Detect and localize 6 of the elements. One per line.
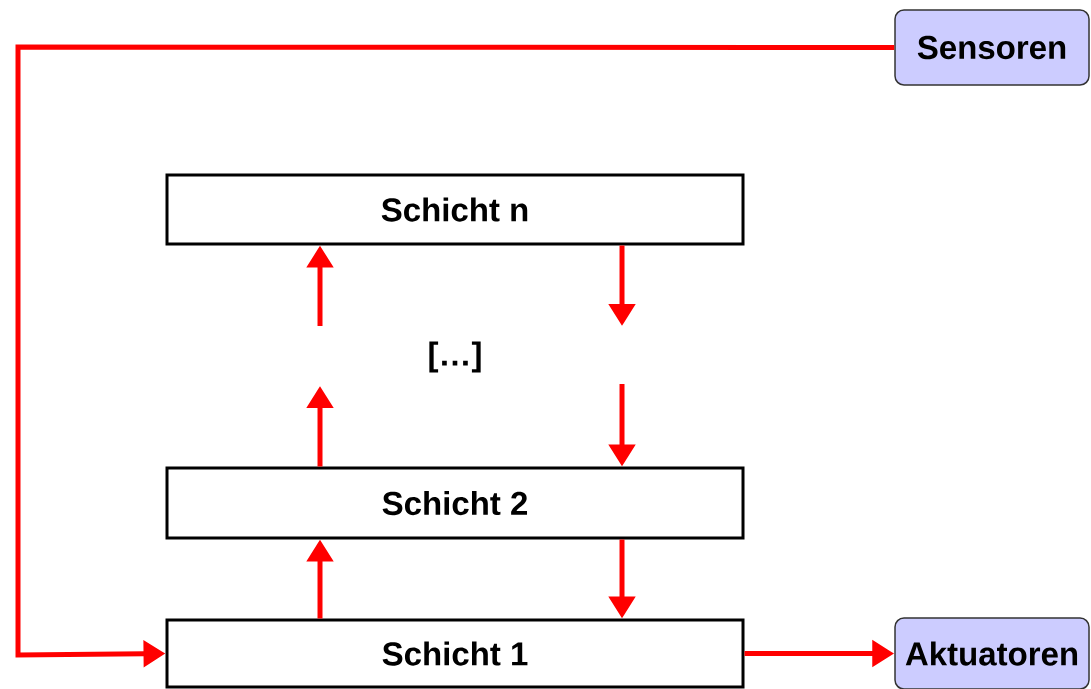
actuator-box: Aktuatoren: [894, 617, 1090, 689]
layer-box: Schicht n: [165, 173, 745, 246]
ellipsis-label: […]: [429, 341, 481, 373]
layer-box: Schicht 2: [165, 466, 745, 540]
sensor-box: Sensoren: [894, 9, 1090, 86]
layer-box: Schicht 1: [165, 618, 745, 689]
